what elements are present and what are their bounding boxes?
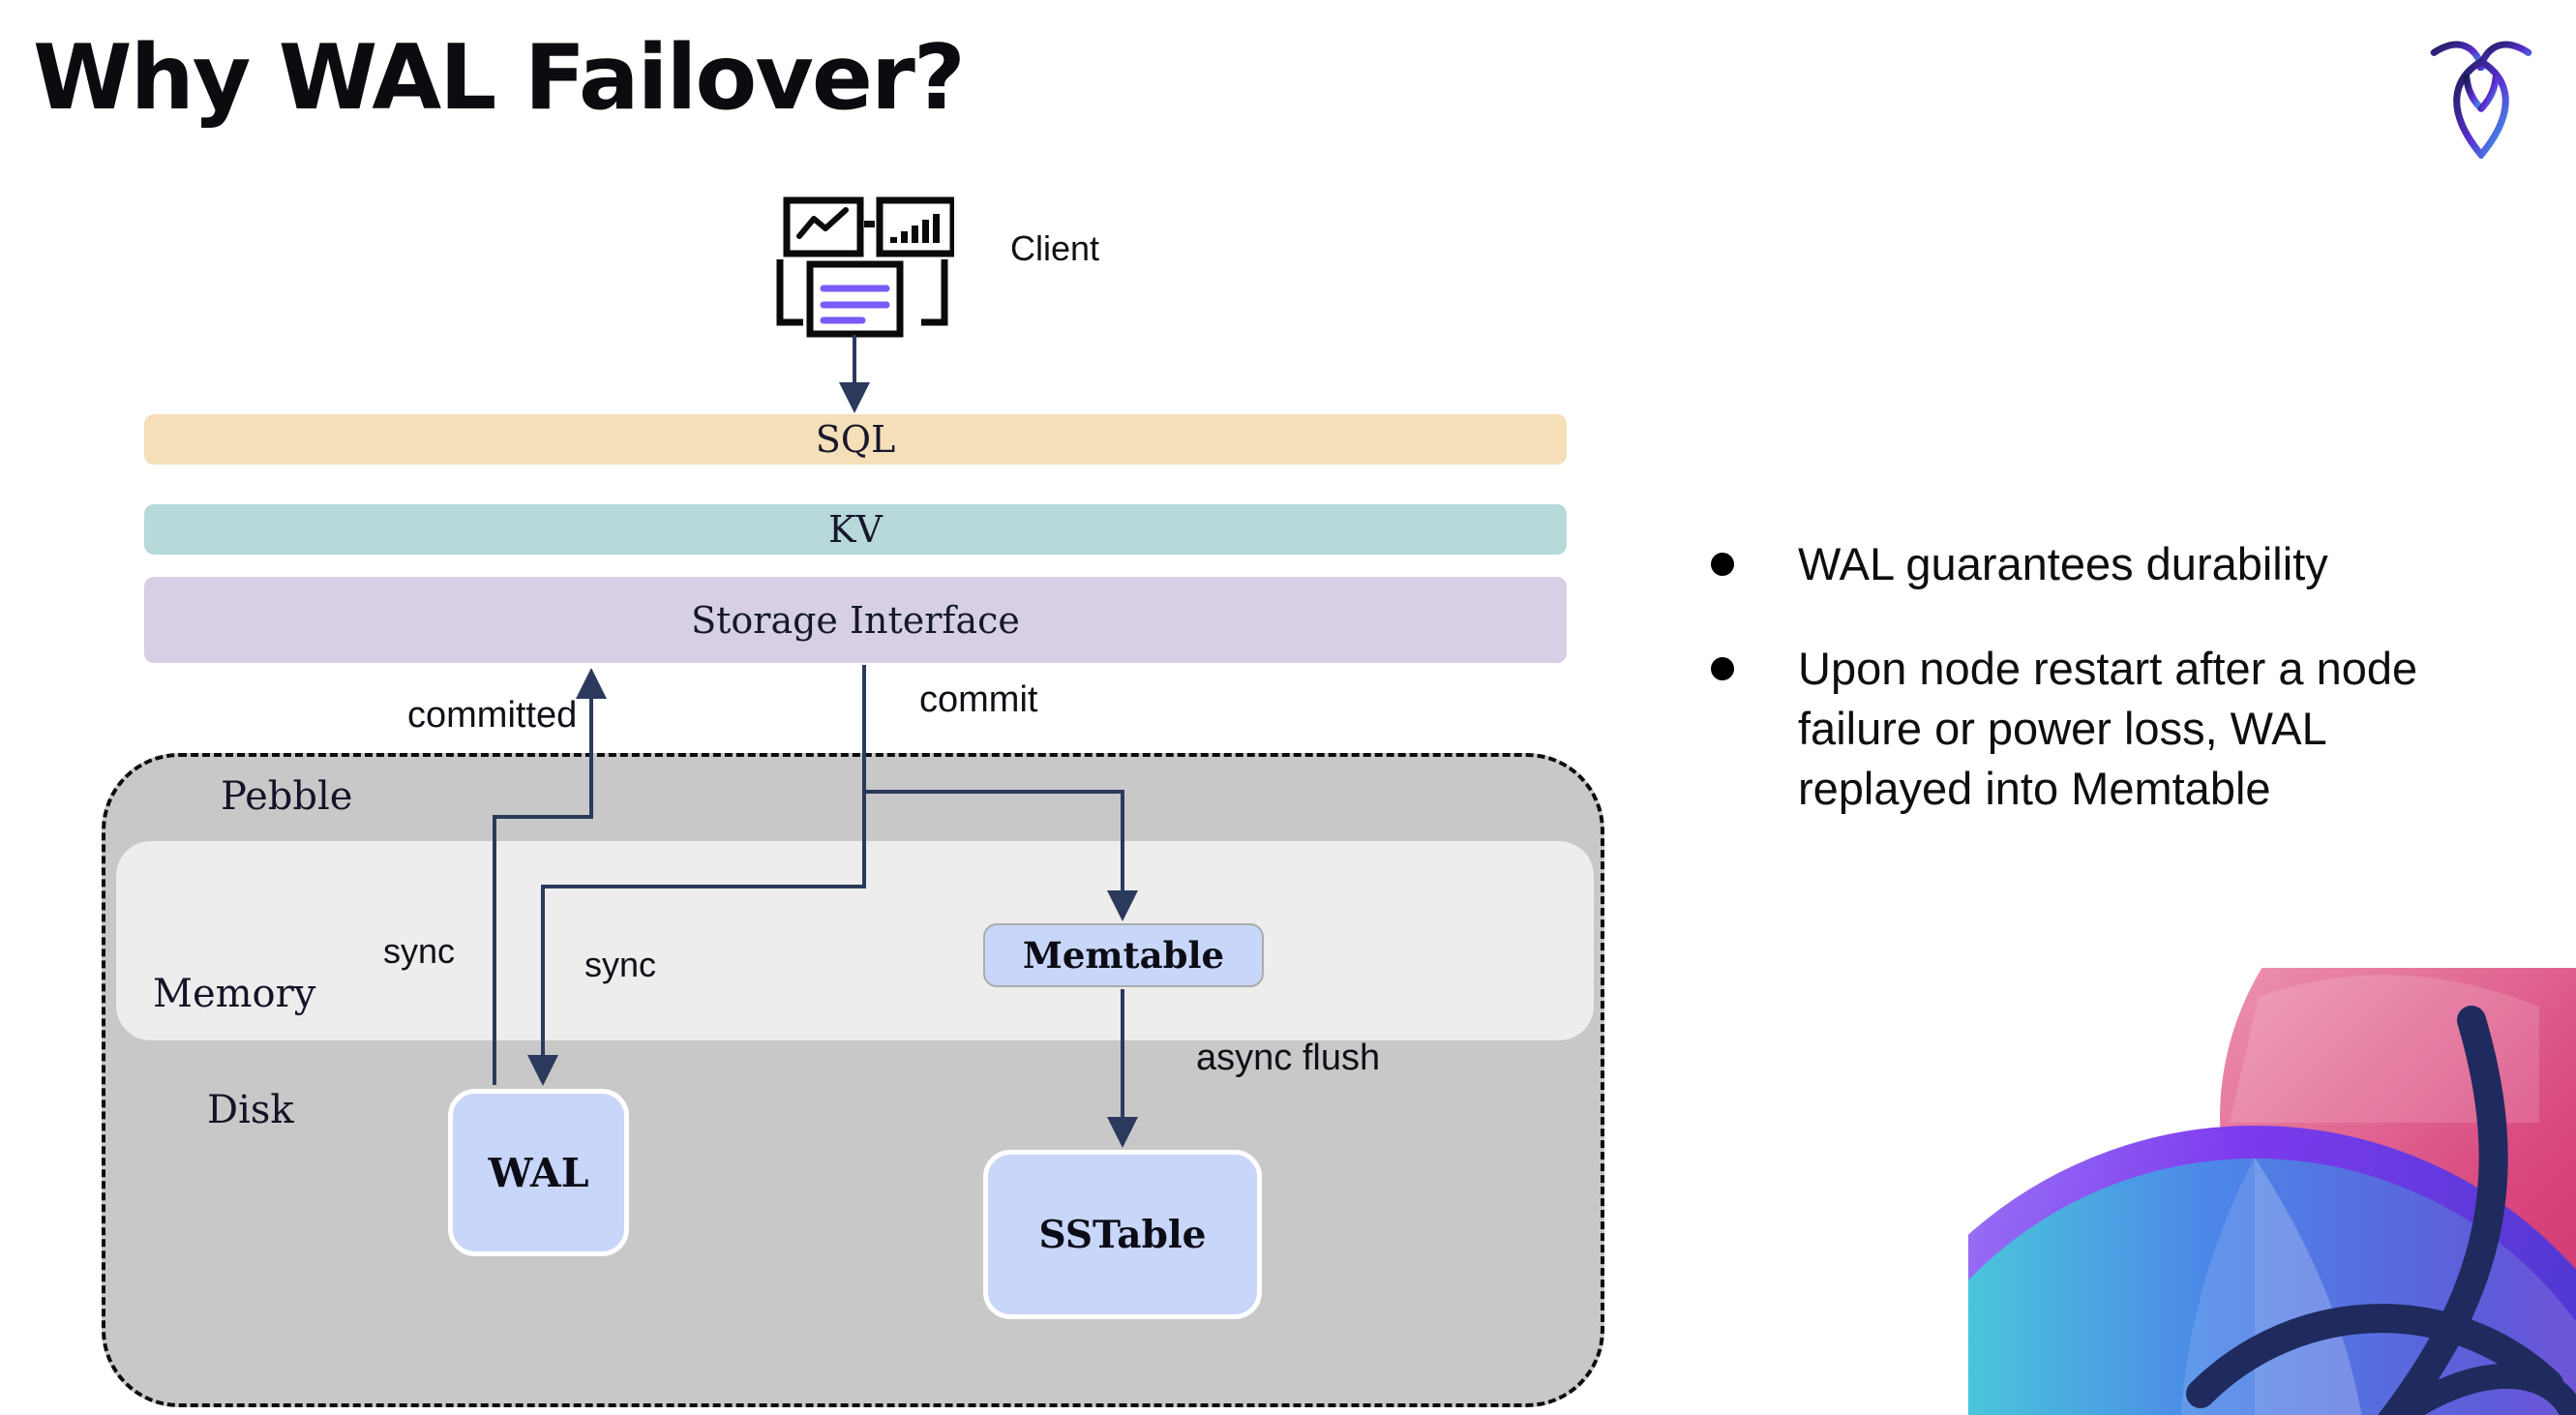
layer-bar-kv-label: KV: [828, 508, 883, 551]
memory-label: Memory: [153, 972, 316, 1016]
bar-chart-monitor-icon: [876, 196, 954, 257]
layer-bar-kv: KV: [144, 504, 1567, 555]
bullet-dot-icon: [1711, 553, 1734, 576]
edge-label-committed: committed: [407, 695, 578, 736]
layer-bar-sql: SQL: [144, 414, 1567, 465]
dash-connector-icon: [864, 221, 875, 227]
edge-label-async-flush: async flush: [1196, 1038, 1381, 1078]
bullet-item: WAL guarantees durability: [1711, 534, 2543, 594]
wal-box: WAL: [448, 1089, 629, 1256]
bullet-text: Upon node restart after a node failure o…: [1798, 643, 2418, 814]
disk-label: Disk: [207, 1088, 294, 1132]
bullet-dot-icon: [1711, 657, 1734, 680]
cockroachdb-brand-art-icon: [1968, 968, 2576, 1415]
edge-label-sync-up: sync: [383, 931, 456, 971]
bullet-text: WAL guarantees durability: [1798, 538, 2328, 589]
wal-box-label: WAL: [488, 1149, 589, 1196]
sstable-box-label: SSTable: [1038, 1212, 1207, 1257]
client-label: Client: [1010, 228, 1100, 268]
layer-bar-storage-interface: Storage Interface: [144, 577, 1567, 663]
memtable-box-label: Memtable: [1022, 934, 1225, 977]
bullet-list: WAL guarantees durability Upon node rest…: [1711, 534, 2543, 863]
layer-bar-storage-label: Storage Interface: [691, 598, 1020, 642]
page-title: Why WAL Failover?: [33, 25, 966, 130]
sstable-box: SSTable: [983, 1150, 1262, 1319]
layer-bar-sql-label: SQL: [815, 418, 896, 461]
edge-label-commit: commit: [919, 679, 1038, 720]
cockroachdb-logo-icon: [2430, 41, 2532, 159]
client-workstation-icon: [776, 196, 954, 338]
memtable-box: Memtable: [983, 923, 1264, 987]
document-icon: [776, 259, 948, 338]
line-chart-monitor-icon: [783, 196, 864, 257]
edge-label-sync-down: sync: [584, 945, 657, 984]
bullet-item: Upon node restart after a node failure o…: [1711, 639, 2543, 819]
pebble-label: Pebble: [221, 774, 353, 819]
brand-artwork: [1968, 968, 2576, 1415]
memory-band: [116, 841, 1594, 1040]
